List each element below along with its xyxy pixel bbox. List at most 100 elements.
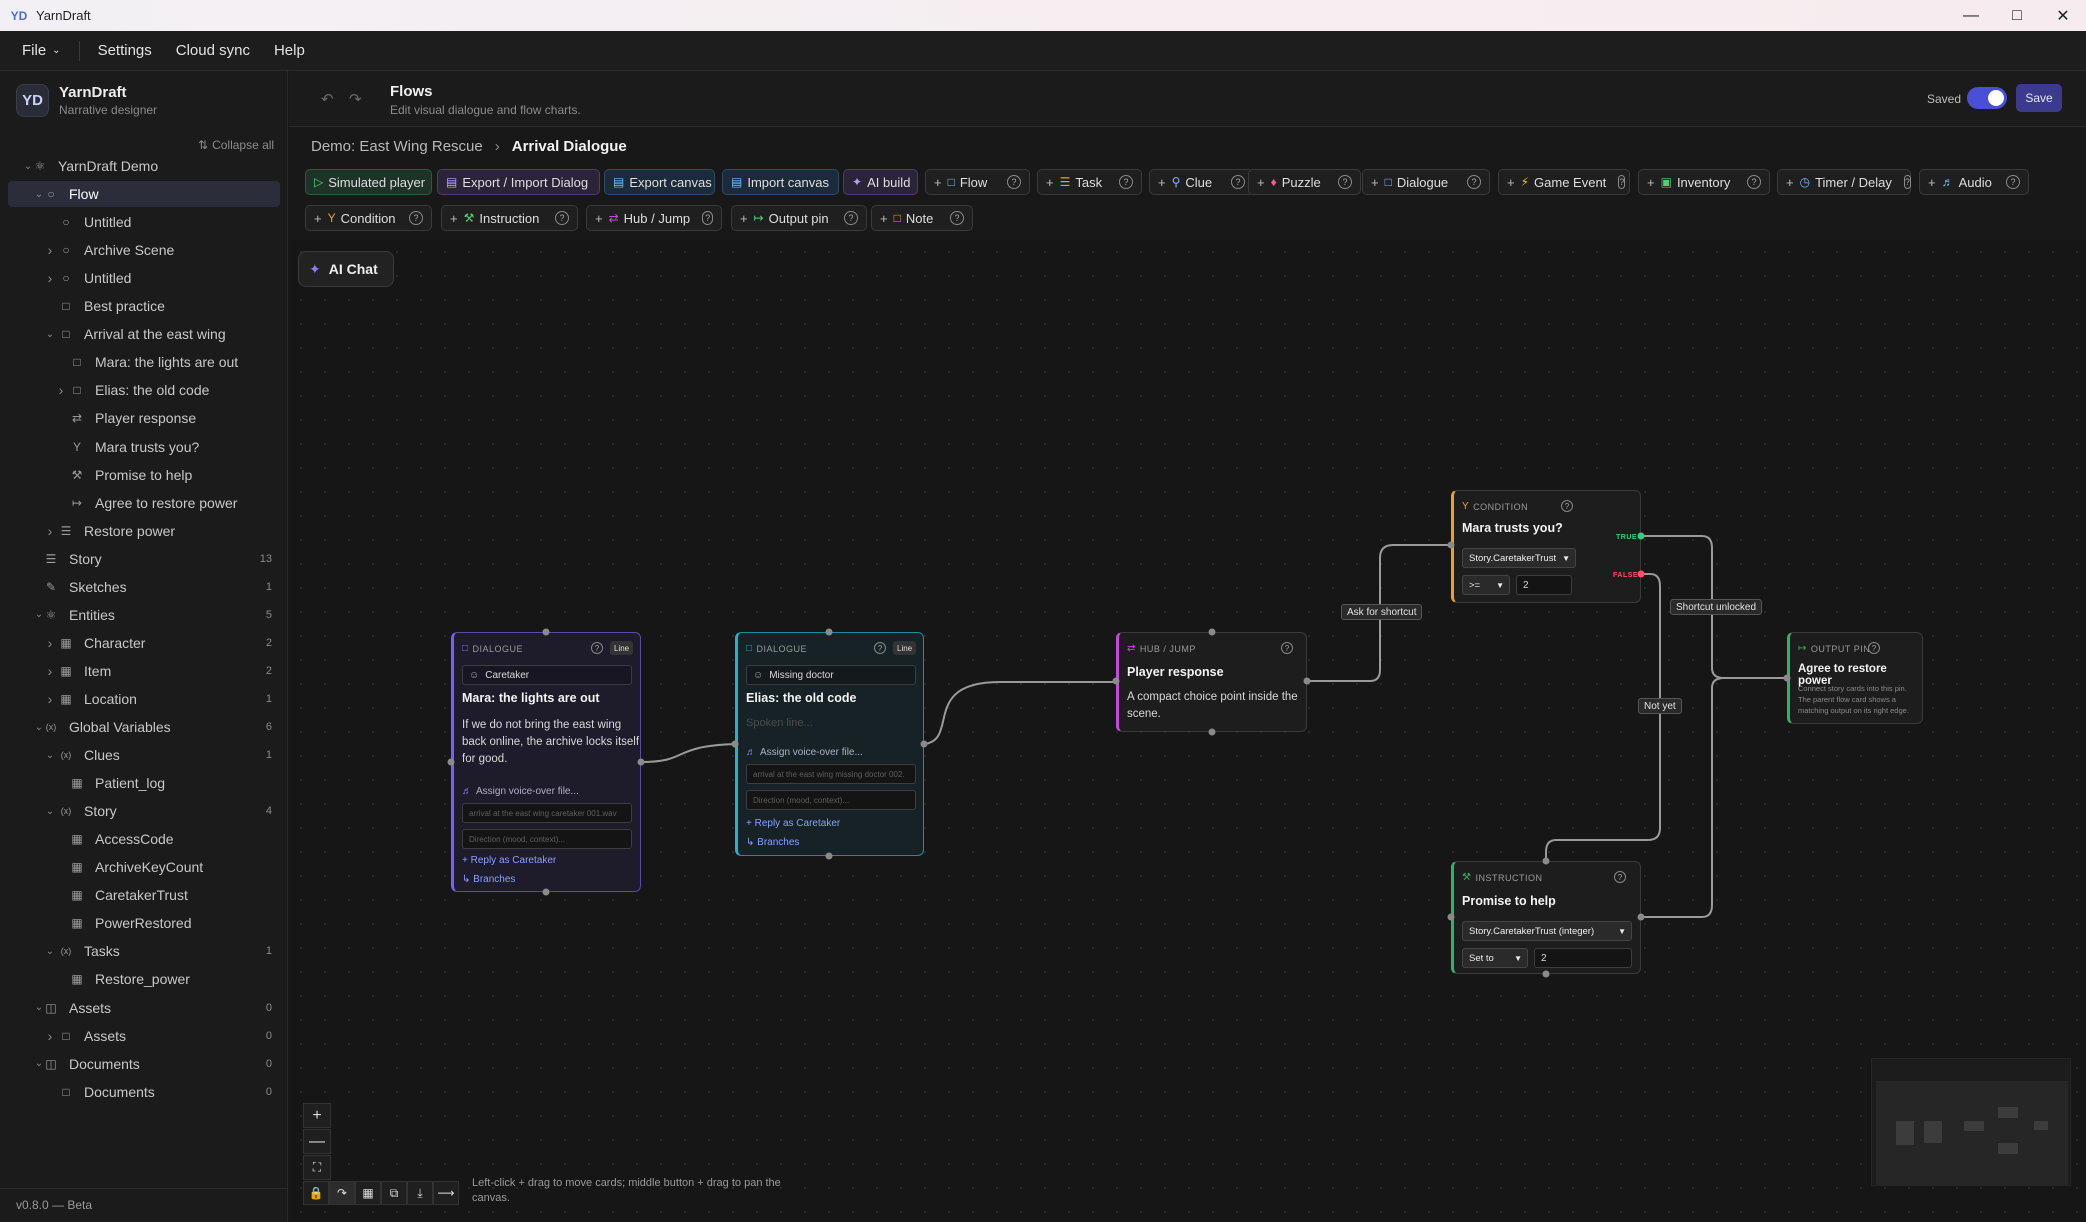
sidebar-tree-item[interactable]: ▦ArchiveKeyCount	[8, 854, 280, 880]
port[interactable]	[1542, 970, 1550, 978]
toolbar-button-12[interactable]: +◷Timer / Delay?	[1777, 169, 1911, 195]
voice-file-input[interactable]: arrival at the east wing missing doctor …	[746, 764, 916, 784]
sidebar-tree-item[interactable]: ⌄○Flow	[8, 181, 280, 208]
port[interactable]	[542, 628, 550, 636]
chevron-right-icon[interactable]: ›	[47, 522, 53, 539]
sidebar-tree-item[interactable]: ›□Elias: the old code	[8, 377, 280, 403]
assign-voice-button[interactable]: ♬Assign voice-over file...	[746, 747, 863, 758]
line-badge[interactable]: Line	[893, 641, 917, 655]
help-icon[interactable]: ?	[950, 211, 964, 225]
direction-input[interactable]: Direction (mood, context)...	[462, 829, 632, 849]
chevron-right-icon[interactable]: ›	[47, 1027, 53, 1044]
instruction-card-promise[interactable]: ⚒INSTRUCTION ? Promise to help Story.Car…	[1451, 861, 1641, 974]
port[interactable]	[1447, 913, 1455, 921]
autosave-toggle[interactable]	[1967, 87, 2007, 109]
line-badge[interactable]: Line	[610, 641, 634, 655]
undo-icon[interactable]: ↶	[321, 91, 334, 108]
sidebar-tree-item[interactable]: ▦AccessCode	[8, 826, 280, 852]
spoken-line-input[interactable]: Spoken line...	[746, 717, 813, 729]
sidebar-tree-item[interactable]: ›○Archive Scene	[8, 237, 280, 263]
card-title[interactable]: Player response	[1127, 665, 1224, 679]
voice-file-input[interactable]: arrival at the east wing caretaker 001.w…	[462, 803, 632, 823]
chevron-down-icon[interactable]: ⌄	[23, 160, 33, 172]
port[interactable]	[1208, 728, 1216, 736]
variable-select[interactable]: Story.CaretakerTrust▼	[1462, 548, 1576, 568]
hub-card-player-response[interactable]: ⇄HUB / JUMP ? Player response A compact …	[1116, 632, 1307, 732]
toolbar-button-2[interactable]: ▤Export canvas	[604, 169, 715, 195]
port[interactable]	[1783, 674, 1791, 682]
branches-button[interactable]: ↳ Branches	[462, 874, 516, 885]
port[interactable]	[920, 740, 928, 748]
card-title[interactable]: Mara: the lights are out	[462, 691, 600, 705]
zoom-in-icon[interactable]: +	[303, 1103, 331, 1128]
port[interactable]	[825, 852, 833, 860]
grid-icon[interactable]: ▦	[355, 1181, 381, 1205]
arrow-right-icon[interactable]: ⟶	[433, 1181, 459, 1205]
set-value-input[interactable]: 2	[1534, 948, 1632, 968]
toolbar-add-button-1[interactable]: +⚒Instruction?	[441, 205, 578, 231]
sidebar-tree-item[interactable]: ▦Restore_power	[8, 966, 280, 992]
dialogue-card-caretaker[interactable]: □DIALOGUE ? Line ☺Caretaker Mara: the li…	[451, 632, 641, 892]
direction-input[interactable]: Direction (mood, context)...	[746, 790, 916, 810]
toolbar-button-13[interactable]: +♬Audio?	[1919, 169, 2029, 195]
help-icon[interactable]: ?	[1231, 175, 1245, 189]
true-port[interactable]	[1637, 532, 1645, 540]
toolbar-button-9[interactable]: +□Dialogue?	[1362, 169, 1490, 195]
reply-button[interactable]: + Reply as Caretaker	[746, 818, 841, 829]
help-icon[interactable]: ?	[555, 211, 569, 225]
edge-label-notyet[interactable]: Not yet	[1638, 698, 1682, 714]
sidebar-tree-item[interactable]: ⇄Player response	[8, 405, 280, 431]
sidebar-tree-item[interactable]: ⌄⚛YarnDraft Demo	[8, 153, 280, 179]
menu-cloud-sync[interactable]: Cloud sync	[175, 42, 250, 59]
chevron-down-icon[interactable]: ⌄	[34, 1058, 44, 1070]
toolbar-add-button-4[interactable]: +□Note?	[871, 205, 973, 231]
branches-button[interactable]: ↳ Branches	[746, 837, 800, 848]
sidebar-tree-item[interactable]: □Best practice	[8, 293, 280, 319]
port[interactable]	[731, 740, 739, 748]
help-icon[interactable]: ?	[844, 211, 858, 225]
redo-icon[interactable]: ↷	[349, 91, 362, 108]
minimap[interactable]	[1871, 1058, 2071, 1186]
variable-select[interactable]: Story.CaretakerTrust (integer)▼	[1462, 921, 1632, 941]
toolbar-button-3[interactable]: ▤Import canvas	[722, 169, 839, 195]
toolbar-button-11[interactable]: +▣Inventory?	[1638, 169, 1770, 195]
sidebar-tree-item[interactable]: ↦Agree to restore power	[8, 490, 280, 516]
help-icon[interactable]: ?	[702, 211, 713, 225]
breadcrumb-parent[interactable]: Demo: East Wing Rescue	[311, 138, 483, 155]
ai-chat-button[interactable]: ✦AI Chat	[298, 251, 394, 287]
speaker-select[interactable]: ☺Missing doctor	[746, 665, 916, 685]
toolbar-button-6[interactable]: +☰Task?	[1037, 169, 1142, 195]
port[interactable]	[1303, 677, 1311, 685]
help-icon[interactable]: ?	[1007, 175, 1021, 189]
card-title[interactable]: Mara trusts you?	[1462, 521, 1563, 535]
toolbar-add-button-3[interactable]: +↦Output pin?	[731, 205, 867, 231]
help-icon[interactable]: ?	[1903, 175, 1911, 189]
menu-settings[interactable]: Settings	[97, 42, 152, 59]
assign-voice-button[interactable]: ♬Assign voice-over file...	[462, 786, 579, 797]
help-icon[interactable]: ?	[1614, 871, 1626, 883]
chevron-right-icon[interactable]: ›	[47, 270, 53, 287]
menu-help[interactable]: Help	[273, 42, 305, 59]
close-icon[interactable]: ✕	[2056, 7, 2070, 25]
menu-file[interactable]: File⌄	[0, 31, 73, 71]
card-title[interactable]: Elias: the old code	[746, 691, 857, 705]
help-icon[interactable]: ?	[1561, 500, 1573, 512]
collapse-all-button[interactable]: ⇅Collapse all	[198, 138, 274, 152]
chevron-down-icon[interactable]: ⌄	[34, 188, 44, 200]
toolbar-add-button-2[interactable]: +⇄Hub / Jump?	[586, 205, 722, 231]
port[interactable]	[1447, 541, 1455, 549]
lock-icon[interactable]: 🔒	[303, 1181, 329, 1205]
chevron-right-icon[interactable]: ›	[47, 690, 53, 707]
help-icon[interactable]: ?	[1338, 175, 1352, 189]
port[interactable]	[447, 758, 455, 766]
